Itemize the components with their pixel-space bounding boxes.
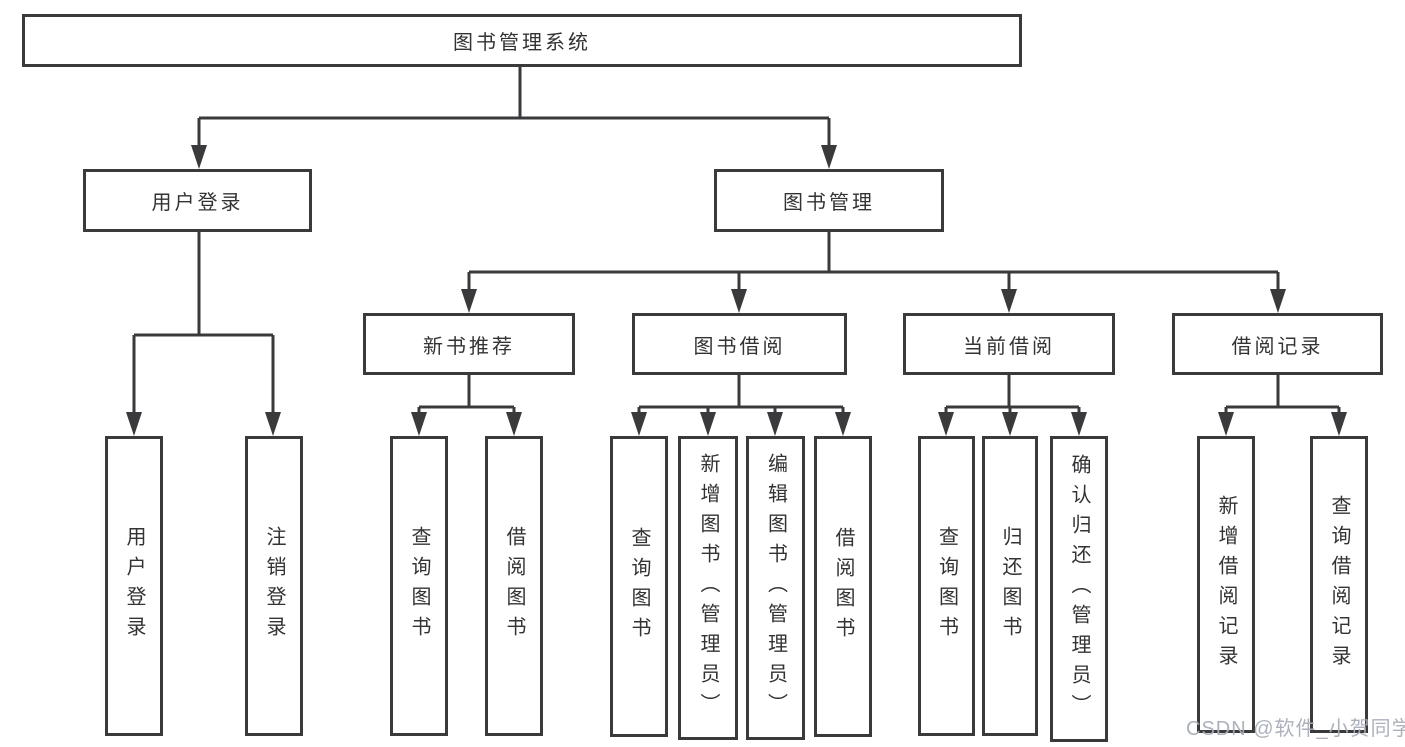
node-label: 新增图书（管理员） <box>697 453 719 723</box>
node-label: 用户登录 <box>151 192 244 214</box>
node-add-borrow-record: 新增借阅记录 <box>1197 436 1255 733</box>
node-user-login: 用户登录 <box>83 169 312 232</box>
node-current-borrow: 当前借阅 <box>903 313 1115 375</box>
node-query-borrow-record: 查询借阅记录 <box>1310 436 1368 733</box>
node-edit-book-admin: 编辑图书（管理员） <box>746 436 805 740</box>
node-label: 图书管理系统 <box>453 32 591 54</box>
node-label: 图书借阅 <box>693 335 786 358</box>
node-label: 新增借阅记录 <box>1215 494 1237 675</box>
node-label: 归还图书 <box>999 526 1021 646</box>
node-label: 查询图书 <box>628 526 650 647</box>
node-logout: 注销登录 <box>245 436 303 736</box>
node-new-book-rec: 新书推荐 <box>363 313 575 375</box>
node-book-borrow: 图书借阅 <box>632 313 847 375</box>
node-label: 编辑图书（管理员） <box>764 453 787 723</box>
node-label: 借阅图书 <box>832 526 854 647</box>
node-label: 图书管理 <box>783 192 875 214</box>
watermark: CSDN @软件_小贺同学 <box>1186 718 1405 740</box>
node-borrow-books-1: 借阅图书 <box>485 436 543 736</box>
node-label: 当前借阅 <box>963 335 1055 358</box>
node-query-books-2: 查询图书 <box>610 436 668 737</box>
node-borrow-records: 借阅记录 <box>1172 313 1383 375</box>
node-label: 新书推荐 <box>423 335 515 358</box>
node-user-login-leaf: 用户登录 <box>105 436 163 736</box>
node-query-books-1: 查询图书 <box>390 436 448 736</box>
node-label: 借阅图书 <box>503 526 525 646</box>
node-return-book: 归还图书 <box>982 436 1038 736</box>
node-borrow-books-2: 借阅图书 <box>814 436 872 737</box>
node-query-books-3: 查询图书 <box>918 436 975 736</box>
node-confirm-return-admin: 确认归还（管理员） <box>1050 436 1108 742</box>
node-label: 确认归还（管理员） <box>1068 454 1090 724</box>
node-label: 查询图书 <box>408 526 430 646</box>
node-root: 图书管理系统 <box>22 14 1022 67</box>
node-label: 借阅记录 <box>1231 335 1324 358</box>
node-label: 查询借阅记录 <box>1328 494 1350 675</box>
node-book-mgmt: 图书管理 <box>714 169 944 232</box>
node-label: 注销登录 <box>263 526 285 646</box>
node-label: 查询图书 <box>935 526 958 646</box>
node-label: 用户登录 <box>123 526 145 646</box>
node-add-book-admin: 新增图书（管理员） <box>678 436 738 740</box>
